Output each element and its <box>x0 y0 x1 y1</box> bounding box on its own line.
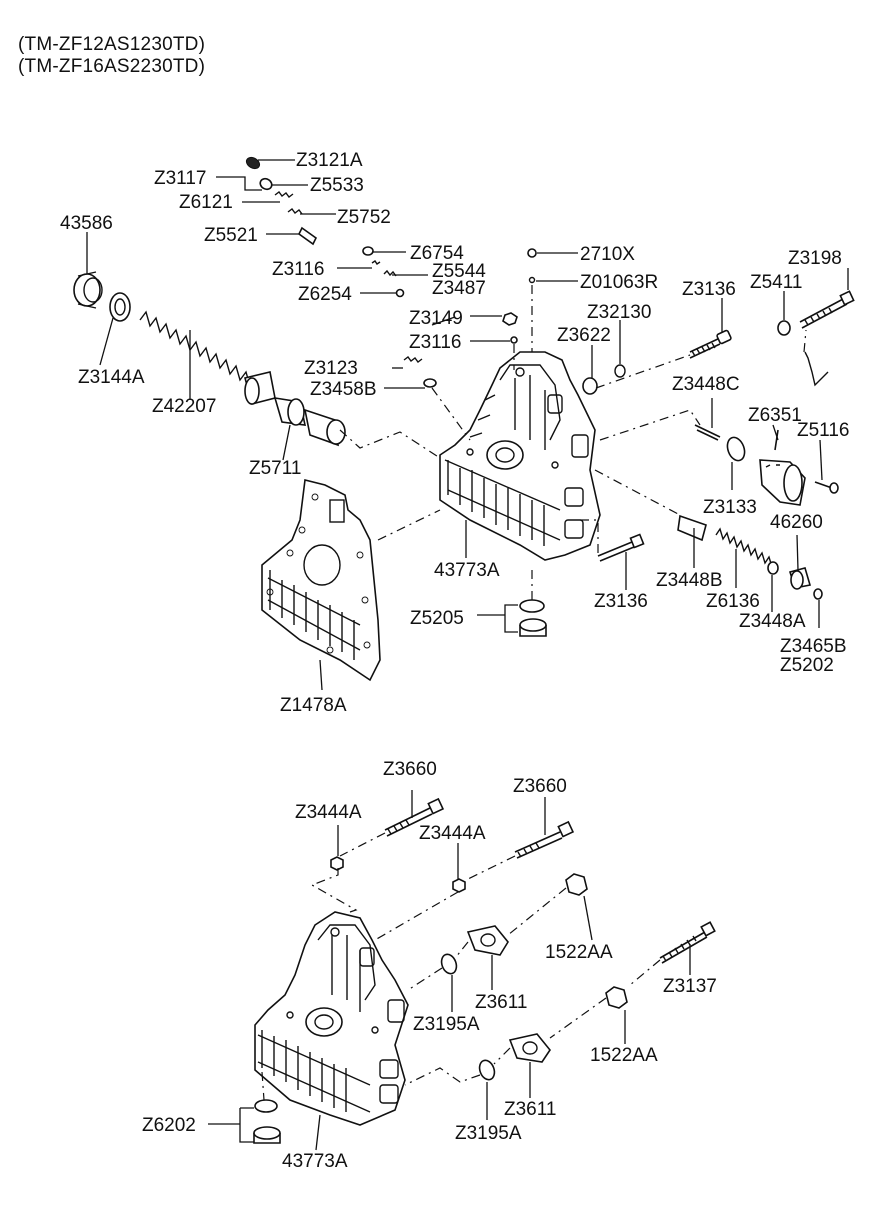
label-z5544: Z5544 <box>432 261 486 282</box>
small-parts-upper-left <box>245 156 405 298</box>
label-z5752: Z5752 <box>337 207 391 228</box>
assembly-dash-lines-top <box>339 285 807 600</box>
label-z3144a: Z3144A <box>78 367 145 388</box>
gasket-plate-z1478a-drawing <box>261 479 381 682</box>
label-z3458b: Z3458B <box>310 379 377 400</box>
label-z3121a: Z3121A <box>296 150 363 171</box>
label-z01063r: Z01063R <box>580 272 658 293</box>
label-z6351: Z6351 <box>748 405 802 426</box>
label-z3137: Z3137 <box>663 976 717 997</box>
label-z3660-a: Z3660 <box>383 759 437 780</box>
label-z3444a-b: Z3444A <box>419 823 486 844</box>
label-z3195a-b: Z3195A <box>455 1123 522 1144</box>
leader-lines-top <box>86 159 849 691</box>
label-z3116-a: Z3116 <box>272 259 324 280</box>
label-1522aa-b: 1522AA <box>590 1045 658 1066</box>
label-z3136-b: Z3136 <box>594 591 648 612</box>
label-43773a-top: 43773A <box>434 560 500 581</box>
part-labels: Z3121A Z3117 Z5533 Z6121 Z5752 Z5521 Z67… <box>60 150 849 1172</box>
model-code-2: (TM-ZF16AS2230TD) <box>18 56 206 77</box>
label-z5711: Z5711 <box>249 458 301 479</box>
label-1522aa-a: 1522AA <box>545 942 613 963</box>
label-z5521: Z5521 <box>204 225 258 246</box>
label-z3611-b: Z3611 <box>504 1099 556 1120</box>
main-shaft-parts <box>73 271 346 447</box>
label-z5205: Z5205 <box>410 608 464 629</box>
label-46260: 46260 <box>770 512 823 533</box>
label-z6202: Z6202 <box>142 1115 196 1136</box>
label-z3117: Z3117 <box>154 168 206 189</box>
label-z3487: Z3487 <box>432 278 486 299</box>
valve-body-upper-drawing <box>439 351 601 561</box>
label-z6754: Z6754 <box>410 243 464 264</box>
small-parts-center <box>403 248 855 637</box>
label-z3448c: Z3448C <box>672 374 740 395</box>
label-2710x: 2710X <box>580 244 635 265</box>
label-z42207: Z42207 <box>152 396 216 417</box>
label-43586: 43586 <box>60 213 113 234</box>
label-z3465b: Z3465B <box>780 636 847 657</box>
label-z5202: Z5202 <box>780 655 834 676</box>
label-z3448a: Z3448A <box>739 611 806 632</box>
label-z1478a: Z1478A <box>280 695 347 716</box>
model-code-1: (TM-ZF12AS1230TD) <box>18 34 206 55</box>
label-z3448b: Z3448B <box>656 570 723 591</box>
label-43773a-bottom: 43773A <box>282 1151 348 1172</box>
label-z6254: Z6254 <box>298 284 352 305</box>
small-parts-lower <box>253 797 716 1144</box>
valve-body-lower-drawing <box>254 911 409 1126</box>
label-z3116-b: Z3116 <box>409 332 461 353</box>
label-z5411: Z5411 <box>750 272 802 293</box>
label-z3611-a: Z3611 <box>475 992 527 1013</box>
label-z3622: Z3622 <box>557 325 611 346</box>
label-z3444a-a: Z3444A <box>295 802 362 823</box>
label-z3198: Z3198 <box>788 248 842 269</box>
label-z5116: Z5116 <box>797 420 849 441</box>
label-z6121: Z6121 <box>179 192 233 213</box>
label-z3149: Z3149 <box>409 308 463 329</box>
label-z6136: Z6136 <box>706 591 760 612</box>
label-z3133: Z3133 <box>703 497 757 518</box>
leader-lines-bottom <box>208 790 691 1151</box>
label-z3136-a: Z3136 <box>682 279 736 300</box>
label-z3123: Z3123 <box>304 358 358 379</box>
assembly-dash-lines-bottom <box>261 832 661 1101</box>
label-z3195a-a: Z3195A <box>413 1014 480 1035</box>
label-z3660-b: Z3660 <box>513 776 567 797</box>
label-z32130: Z32130 <box>587 302 651 323</box>
label-z5533: Z5533 <box>310 175 364 196</box>
